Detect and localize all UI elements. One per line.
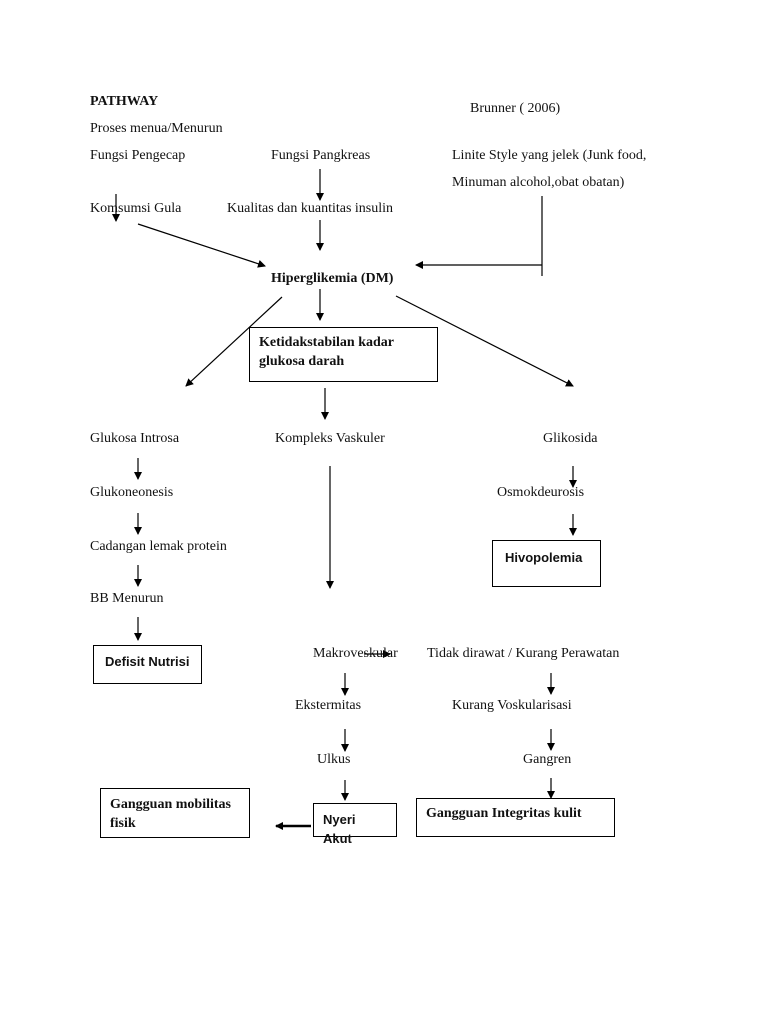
- pathway-title: PATHWAY: [90, 94, 159, 109]
- diagnosis-skin-integrity-label: Gangguan Integritas kulit: [426, 806, 582, 821]
- node-vascular-complex: Kompleks Vaskuler: [275, 431, 385, 446]
- diagnosis-skin-integrity: Gangguan Integritas kulit: [416, 798, 615, 837]
- node-osmotic-diuresis: Osmokdeurosis: [497, 485, 585, 500]
- node-poor-vascularization: Kurang Voskularisasi: [452, 698, 572, 713]
- diagnosis-nutrition-deficit-label: Defisit Nutrisi: [105, 654, 190, 669]
- node-lifestyle-line2: Minuman alcohol,obat obatan): [452, 175, 625, 190]
- node-fat-protein-reserve: Cadangan lemak protein: [90, 539, 227, 554]
- node-taste-function: Fungsi Pengecap: [90, 148, 186, 163]
- diagnosis-acute-pain-label: Nyeri Akut: [323, 812, 356, 846]
- diagnosis-acute-pain: Nyeri Akut: [313, 803, 397, 846]
- node-gluconeogenesis: Glukoneonesis: [90, 485, 174, 500]
- node-glucose-intrusion: Glukosa Introsa: [90, 431, 180, 446]
- node-gangrene: Gangren: [523, 752, 572, 767]
- node-sugar-consumption: Komsumsi Gula: [90, 201, 182, 216]
- node-lifestyle-line1: Linite Style yang jelek (Junk food,: [452, 148, 647, 163]
- node-ulcer: Ulkus: [317, 752, 351, 767]
- node-insulin: Kualitas dan kuantitas insulin: [227, 201, 394, 216]
- node-extremities: Ekstermitas: [295, 698, 362, 713]
- node-macrovascular: Makroveskular: [313, 646, 398, 661]
- diagnosis-nutrition-deficit: Defisit Nutrisi: [93, 645, 202, 684]
- diagnosis-glucose-instability: Ketidakstabilan kadar glukosa darah: [249, 327, 438, 382]
- node-aging: Proses menua/Menurun: [90, 121, 223, 136]
- arrow-hyperglycemia-to-left: [185, 296, 283, 387]
- reference-citation: Brunner ( 2006): [470, 101, 561, 116]
- diagnosis-hypovolemia-label: Hivopolemia: [505, 550, 583, 565]
- diagnosis-mobility-impairment-label: Gangguan mobilitas fisik: [110, 797, 231, 831]
- arrow-sugar-to-hyperglycemia: [137, 223, 266, 268]
- node-pancreas-function: Fungsi Pangkreas: [271, 148, 371, 163]
- node-untreated: Tidak dirawat / Kurang Perawatan: [427, 646, 620, 661]
- node-glycoside: Glikosida: [543, 431, 598, 446]
- diagnosis-glucose-instability-label: Ketidakstabilan kadar glukosa darah: [259, 335, 394, 369]
- arrow-hyperglycemia-to-right: [395, 295, 574, 387]
- diagnosis-mobility-impairment: Gangguan mobilitas fisik: [100, 788, 250, 838]
- diagnosis-hypovolemia: Hivopolemia: [492, 540, 601, 587]
- node-hyperglycemia: Hiperglikemia (DM): [271, 271, 394, 286]
- node-weight-loss: BB Menurun: [90, 591, 164, 606]
